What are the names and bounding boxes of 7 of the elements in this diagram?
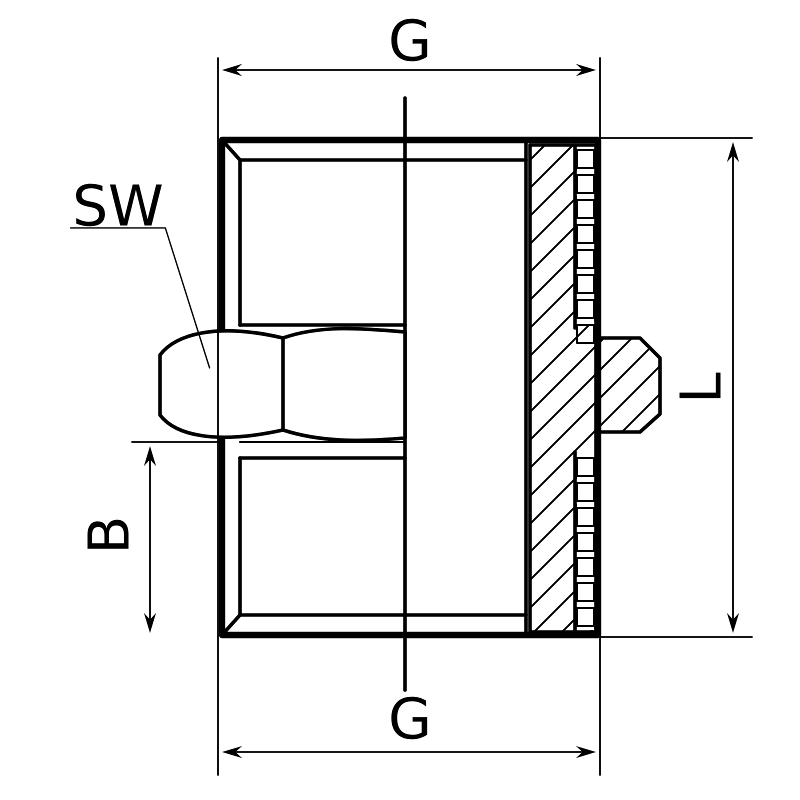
hex-drawing: [158, 326, 407, 442]
part-label: SW: [76, 184, 162, 226]
leader-line: [70, 227, 210, 369]
dimension-label: B: [88, 520, 128, 549]
dimension-label: G: [391, 18, 428, 62]
dimension-label: G: [391, 696, 428, 740]
dimension-label: L: [680, 372, 720, 398]
